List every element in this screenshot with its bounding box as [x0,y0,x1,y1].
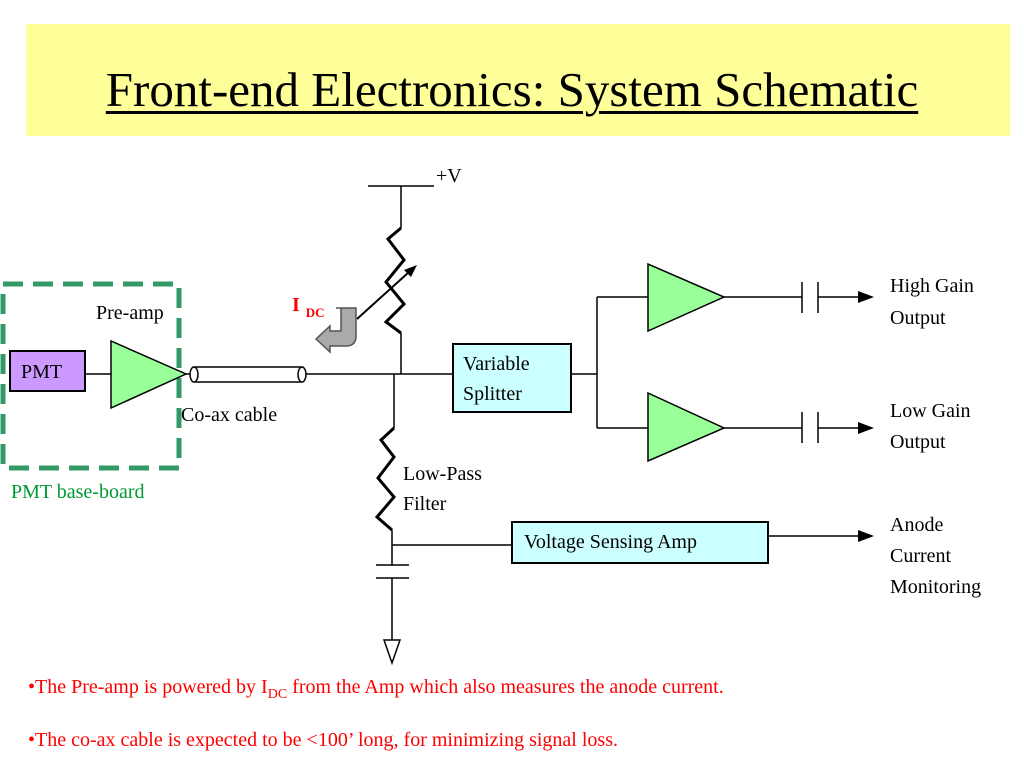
coax-cable-label: Co-ax cable [181,404,278,426]
preamp-label: Pre-amp [96,302,164,324]
low-gain-amp-triangle [647,391,726,463]
idc-label-sub: DC [305,305,325,320]
variable-splitter-box: Variable Splitter [452,343,572,413]
notes-list: •The Pre-amp is powered by IDC from the … [28,672,724,770]
title-banner [26,24,1010,136]
lowpass-resistor [374,426,396,532]
anode-monitor-label-line2: Current [890,545,952,567]
lowpass-filter-label-line2: Filter [403,493,447,515]
note-1-sub: DC [267,687,288,702]
pmt-baseboard-label: PMT base-board [11,481,145,503]
low-gain-output-label-line1: Low Gain [890,400,971,422]
lowpass-filter-label-line1: Low-Pass [403,463,482,485]
low-gain-output-label-line2: Output [890,431,946,453]
variable-resistor-arrow [356,271,410,320]
vsense-label: Voltage Sensing Amp [524,531,697,553]
note-1-pre: •The Pre-amp is powered by I [28,676,268,698]
coax-cable [186,366,307,383]
anode-monitor-arrow [858,530,874,542]
ground-symbol [382,639,402,666]
note-1-post: from the Amp which also measures the ano… [287,676,724,698]
pmt-label: PMT [21,361,63,383]
low-gain-output-arrow [858,422,874,434]
idc-label-main: I [292,294,300,316]
splitter-label-line2: Splitter [463,383,522,405]
supply-voltage-label: +V [436,165,462,187]
note-item-2: •The co-ax cable is expected to be <100’… [28,729,618,751]
variable-resistor [383,226,407,335]
high-gain-amp-triangle [647,262,726,333]
anode-monitor-label-line3: Monitoring [890,576,982,598]
preamp-triangle [110,339,188,410]
idc-curved-arrow [314,307,357,354]
high-gain-output-arrow [858,291,874,303]
splitter-label-line1: Variable [463,353,530,375]
high-gain-output-label-line1: High Gain [890,275,974,297]
page-title: Front-end Electronics: System Schematic [105,62,919,117]
pmt-box: PMT [9,350,86,392]
idc-label: I DC [292,290,325,322]
note-item-1: •The Pre-amp is powered by IDC from the … [28,672,724,710]
high-gain-output-label-line2: Output [890,307,946,329]
anode-monitor-label-line1: Anode [890,514,944,536]
voltage-sensing-amp-box: Voltage Sensing Amp [511,521,769,564]
